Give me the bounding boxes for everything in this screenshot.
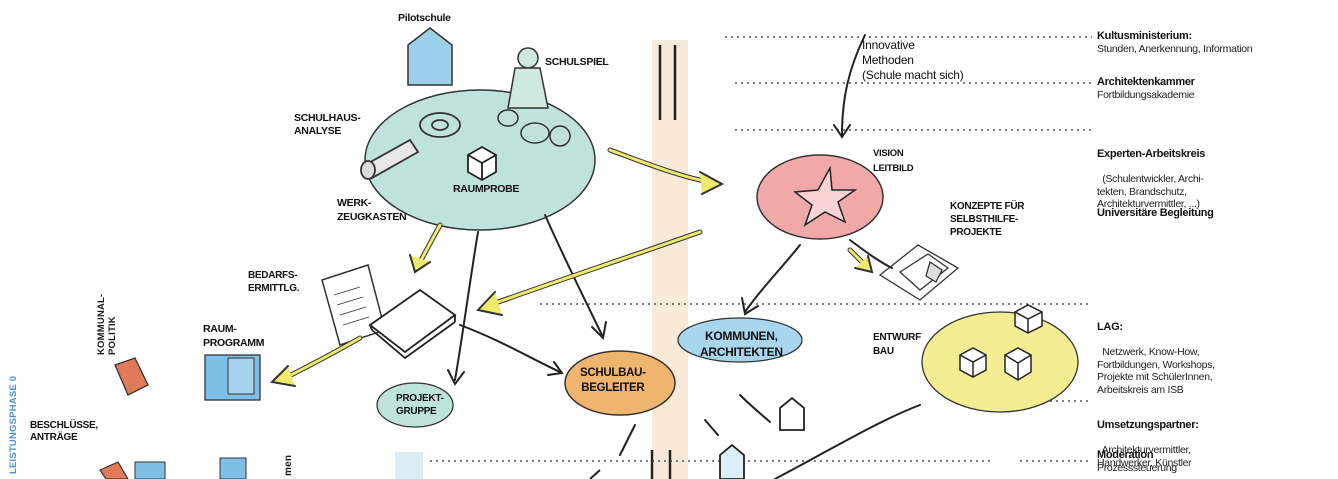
stakeholder-architektenkammer: Architektenkammer Fortbildungsakademie (1097, 76, 1195, 101)
stakeholder-detail: (Schulentwickler, Archi- tekten, Brandsc… (1097, 173, 1204, 210)
pilotschule-house-icon (408, 28, 452, 85)
stakeholder-kultusministerium: Kultusministerium: Stunden, Anerkennung,… (1097, 30, 1252, 55)
blue-small-box-2-icon (220, 458, 246, 479)
salmon-small-icon (100, 462, 128, 479)
kommunalpolitik-label: KOMMUNAL- POLITIK (96, 294, 118, 355)
stakeholder-title: Experten-Arbeitskreis (1097, 148, 1205, 161)
raumprogramm-label: RAUM- PROGRAMM (203, 322, 264, 350)
house-icon-2 (720, 445, 744, 479)
konzepte-sheets-icon (880, 245, 958, 300)
stakeholder-detail: Prozesssteuerung (1097, 462, 1177, 474)
vertical-beam (652, 40, 688, 479)
stakeholder-title: Moderation (1097, 449, 1177, 462)
book-icon (370, 290, 455, 358)
bedarf-label: BEDARFS- ERMITTLG. (248, 269, 299, 295)
beschluesse-label: BESCHLÜSSE, ANTRÄGE (30, 420, 98, 444)
stakeholder-detail: Netzwerk, Know-How, Fortbildungen, Works… (1097, 346, 1215, 396)
men-label: men (283, 455, 294, 476)
entwurf-label: ENTWURF BAU (873, 331, 921, 359)
kommunalpolitik-icon (115, 358, 148, 395)
stakeholder-moderation: Moderation Prozesssteuerung (1097, 449, 1177, 474)
stakeholder-lag: LAG: Netzwerk, Know-How, Fortbildungen, … (1097, 296, 1215, 396)
raumprobe-cube-icon (468, 147, 496, 180)
blue-small-box-icon (135, 462, 165, 479)
innovative-methoden-label: Innovative Methoden (Schule macht sich) (862, 38, 964, 83)
entwurf-ellipse (922, 312, 1078, 412)
stakeholder-experten: Experten-Arbeitskreis (Schulentwickler, … (1097, 123, 1205, 211)
stakeholder-title: Umsetzungspartner: (1097, 419, 1199, 432)
leistungsphase-label: LEISTUNGSPHASE 0 (8, 376, 19, 474)
schulspiel-label: SCHULSPIEL (545, 56, 609, 69)
stakeholder-universitaet: Universitäre Begleitung (1097, 207, 1214, 220)
projektgruppe-label: PROJEKT- GRUPPE (396, 392, 444, 418)
stakeholder-detail: Fortbildungsakademie (1097, 89, 1194, 101)
pilotschule-label: Pilotschule (398, 12, 451, 25)
schulbau-label: SCHULBAU- BEGLEITER (580, 366, 646, 396)
werkzeugkasten-label: WERK- ZEUGKASTEN (337, 196, 406, 224)
stakeholder-title: LAG: (1097, 321, 1215, 334)
vision-label: VISION LEITBILD (873, 146, 913, 176)
stakeholder-title: Kultusministerium: (1097, 30, 1252, 43)
pale-square-icon (395, 452, 423, 479)
house-icon (780, 398, 804, 430)
raumprobe-label: RAUMPROBE (453, 183, 519, 196)
schulhausanalyse-label: SCHULHAUS- ANALYSE (294, 112, 360, 138)
kommunen-label: KOMMUNEN, ARCHITEKTEN (700, 328, 783, 360)
konzepte-label: KONZEPTE FÜR SELBSTHILFE- PROJEKTE (950, 200, 1024, 239)
stakeholder-title: Architektenkammer (1097, 76, 1195, 89)
stakeholder-title: Universitäre Begleitung (1097, 207, 1214, 220)
stakeholder-detail: Stunden, Anerkennung, Information (1097, 43, 1252, 55)
